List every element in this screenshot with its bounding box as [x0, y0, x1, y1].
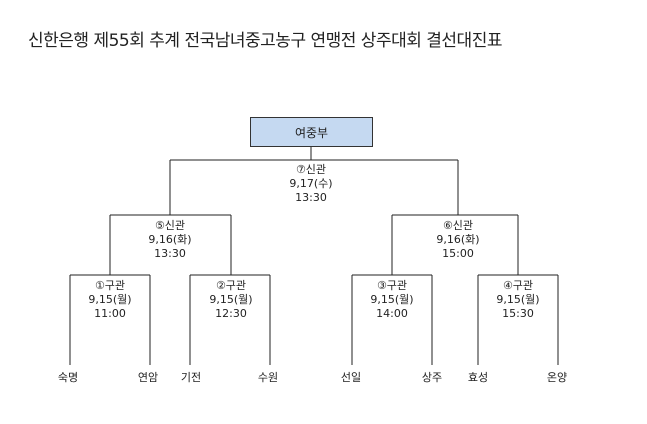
match-date: 9,15(월): [88, 293, 132, 306]
match-label: ④구관: [502, 279, 534, 292]
match-label: ⑦신관: [295, 163, 327, 176]
match-time: 15:30: [502, 307, 534, 320]
page-title: 신한은행 제55회 추계 전국남녀중고농구 연맹전 상주대회 결선대진표: [28, 31, 502, 51]
match-date: 9,15(월): [370, 293, 414, 306]
match-date: 9,15(월): [209, 293, 253, 306]
match-date: 9,15(월): [496, 293, 540, 306]
division-box: 여중부: [250, 117, 373, 147]
match-time: 13:30: [154, 247, 186, 260]
team-name: 연암: [137, 371, 159, 384]
match-time: 15:00: [442, 247, 474, 260]
match-label: ③구관: [376, 279, 408, 292]
team-name: 수원: [257, 371, 279, 384]
match-time: 13:30: [295, 191, 327, 204]
team-name: 상주: [421, 371, 443, 384]
team-name: 선일: [340, 371, 362, 384]
match-time: 14:00: [376, 307, 408, 320]
match-label: ⑥신관: [442, 219, 474, 232]
match-date: 9,16(화): [436, 233, 480, 246]
match-time: 12:30: [215, 307, 247, 320]
match-date: 9,16(화): [148, 233, 192, 246]
team-name: 온양: [546, 371, 568, 384]
match-date: 9,17(수): [289, 177, 333, 190]
match-time: 11:00: [94, 307, 126, 320]
team-name: 숙명: [57, 371, 79, 384]
match-label: ②구관: [215, 279, 247, 292]
match-label: ⑤신관: [154, 219, 186, 232]
team-name: 효성: [467, 371, 489, 384]
team-name: 기전: [180, 371, 202, 384]
match-label: ①구관: [94, 279, 126, 292]
